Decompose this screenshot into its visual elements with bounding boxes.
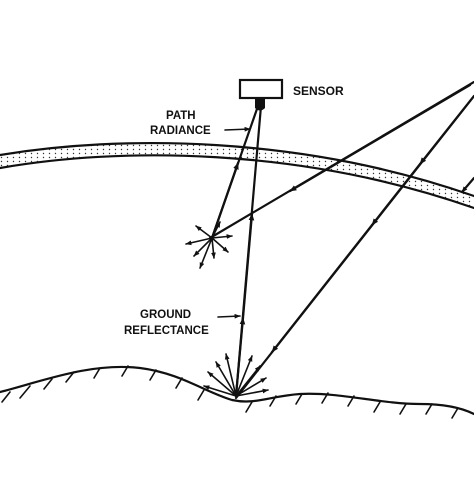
- incoming-ray-arrow-middle: [370, 162, 422, 227]
- atmospheric-scatter-burst: [185, 221, 233, 269]
- ground-reflectance-label-line2: REFLECTANCE: [124, 325, 209, 337]
- ground-terrain: [0, 365, 474, 419]
- path-radiance-label-line1: PATH: [166, 110, 196, 122]
- path-radiance-pointer-arrow: [224, 126, 251, 132]
- atmosphere-band: [0, 142, 474, 210]
- incoming-ray-arrow: [288, 83, 472, 193]
- incoming-ray-arrow-upper: [418, 94, 474, 166]
- sensor-label: SENSOR: [293, 84, 344, 98]
- ground-hatching: [1, 365, 459, 419]
- ground-reflectance-ray: [234, 104, 263, 398]
- incoming-ray-edge: [460, 176, 474, 194]
- path-radiance-label-line2: RADIANCE: [150, 125, 211, 137]
- ground-reflectance-label-line1: GROUND: [140, 309, 191, 321]
- solar-rays: [208, 80, 474, 400]
- ground-reflection-burst: [203, 353, 269, 397]
- ground-reflectance-pointer-arrow: [217, 313, 241, 319]
- incoming-ray-arrow-lower: [270, 223, 374, 354]
